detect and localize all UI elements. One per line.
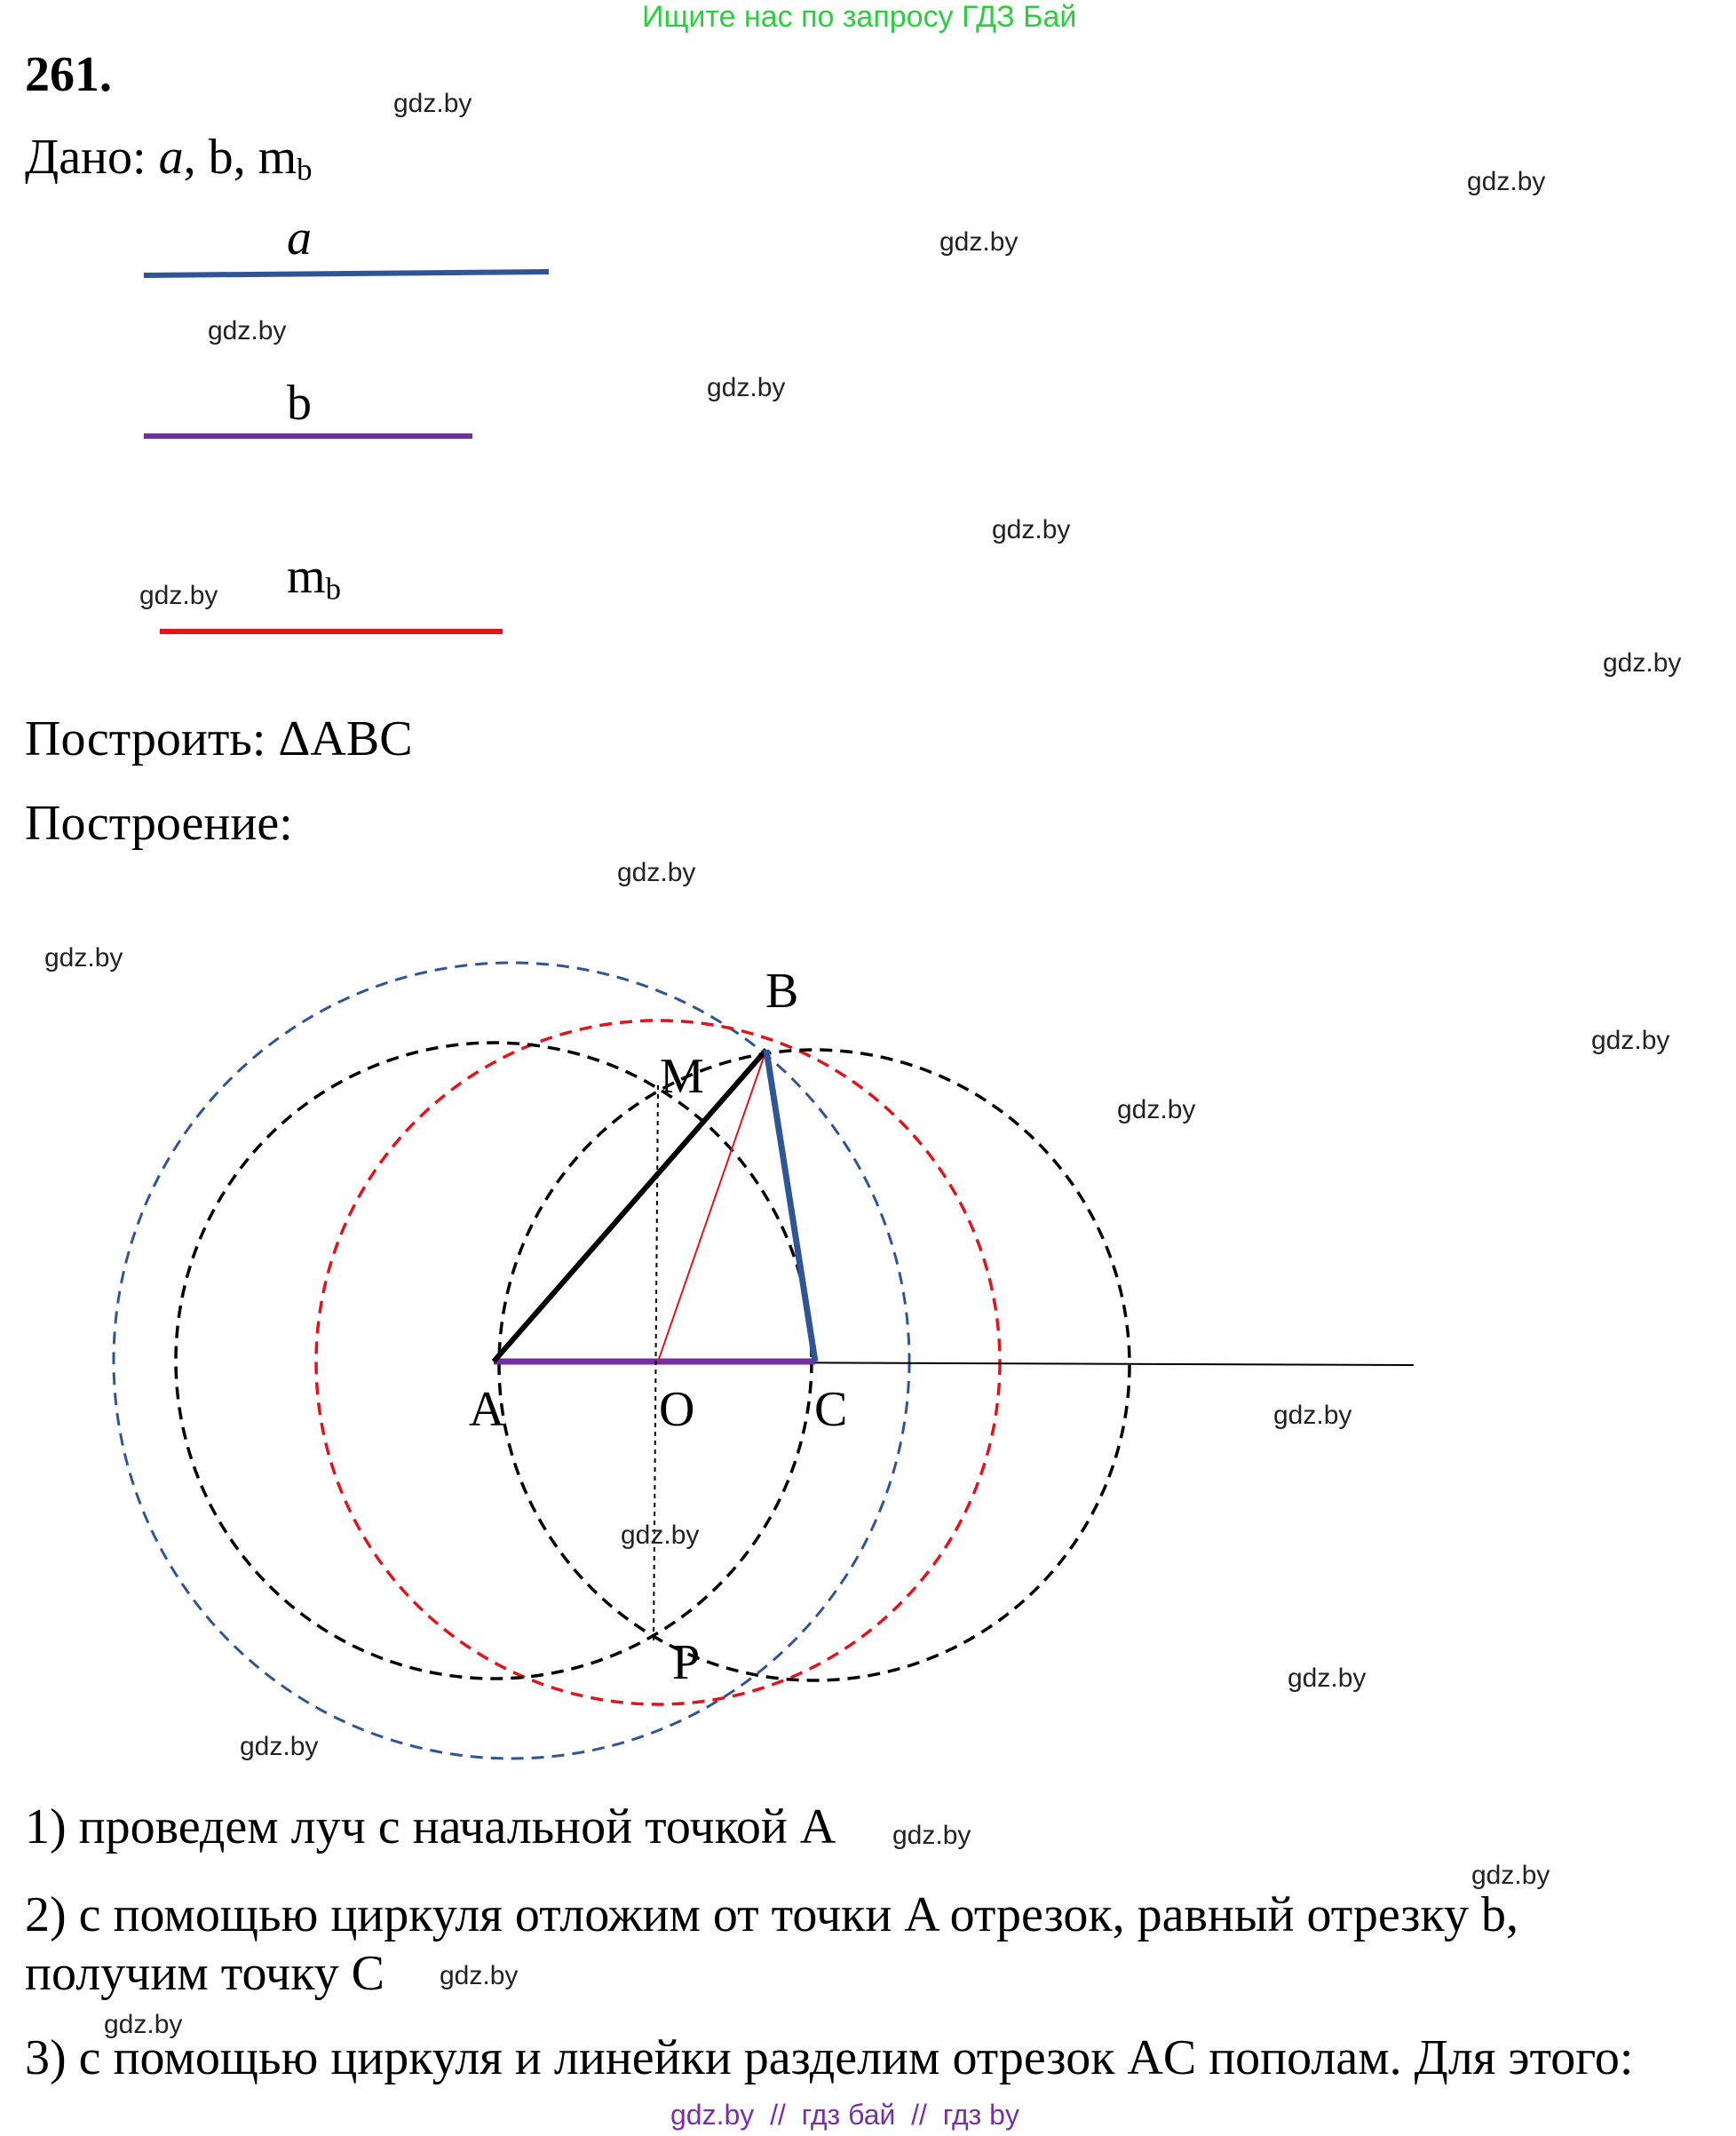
given-m-sub: b [297, 152, 313, 187]
step-2-line-2: получим точку C [25, 1946, 384, 2001]
given-a: a [158, 130, 184, 185]
step-1: 1) проведем луч с начальной точкой A [25, 1799, 836, 1854]
given-sep1: , [183, 130, 209, 185]
label-a: A [469, 1382, 505, 1437]
watermark: gdz.by [1471, 1861, 1550, 1890]
label-o: O [659, 1382, 694, 1437]
problem-number: 261. [25, 47, 112, 102]
given-b: b [208, 130, 234, 185]
segment-a-label: a [287, 210, 312, 266]
watermark: gdz.by [139, 581, 218, 610]
step-2-line-1: 2) с помощью циркуля отложим от точки A … [25, 1887, 1518, 1942]
segment-b-label: b [287, 376, 312, 431]
watermark: gdz.by [939, 227, 1019, 257]
watermark: gdz.by [1288, 1664, 1367, 1693]
watermark: gdz.by [240, 1732, 319, 1761]
step-3: 3) с помощью циркуля и линейки разделим … [25, 2030, 1634, 2085]
watermark: gdz.by [1273, 1401, 1352, 1430]
top-banner: Ищите нас по запросу ГДЗ Бай [642, 0, 1077, 34]
watermark: gdz.by [1467, 167, 1546, 196]
watermark: gdz.by [393, 89, 472, 118]
segment-bc [763, 1049, 819, 1362]
watermark: gdz.by [1117, 1095, 1196, 1124]
watermark: gdz.by [440, 1961, 519, 1990]
segment-m-sub: b [325, 571, 341, 607]
watermark: gdz.by [617, 858, 696, 887]
circle-blue-dashed [112, 961, 911, 1760]
label-p: P [672, 1635, 700, 1690]
watermark: gdz.by [208, 316, 287, 345]
construct-heading: Построить: ΔABC [25, 711, 413, 766]
segment-ab [491, 1048, 769, 1363]
label-m: M [660, 1049, 704, 1104]
segment-m-letter: m [287, 549, 326, 604]
label-c: C [814, 1382, 847, 1437]
label-b: B [765, 964, 798, 1019]
circle-red-dashed [314, 1019, 1002, 1706]
given-prefix: Дано: [25, 130, 159, 185]
watermark: gdz.by [104, 2010, 183, 2039]
watermark: gdz.by [1591, 1026, 1670, 1055]
watermark: gdz.by [44, 943, 123, 973]
construction-heading: Построение: [25, 796, 293, 851]
watermark: gdz.by [621, 1521, 700, 1550]
given-line: Дано: a, b, mb [25, 129, 313, 188]
watermark: gdz.by [1603, 648, 1682, 678]
circle-black-right [497, 1048, 1131, 1682]
watermark: gdz.by [892, 1821, 971, 1850]
footer-links[interactable]: gdz.by // гдз бай // гдз by [670, 2099, 1019, 2131]
given-m: m [258, 130, 297, 185]
watermark: gdz.by [992, 515, 1071, 544]
given-sep2: , [233, 130, 258, 185]
watermark: gdz.by [707, 373, 786, 402]
median-bo [657, 1049, 767, 1362]
segment-m-label: mb [287, 548, 341, 607]
